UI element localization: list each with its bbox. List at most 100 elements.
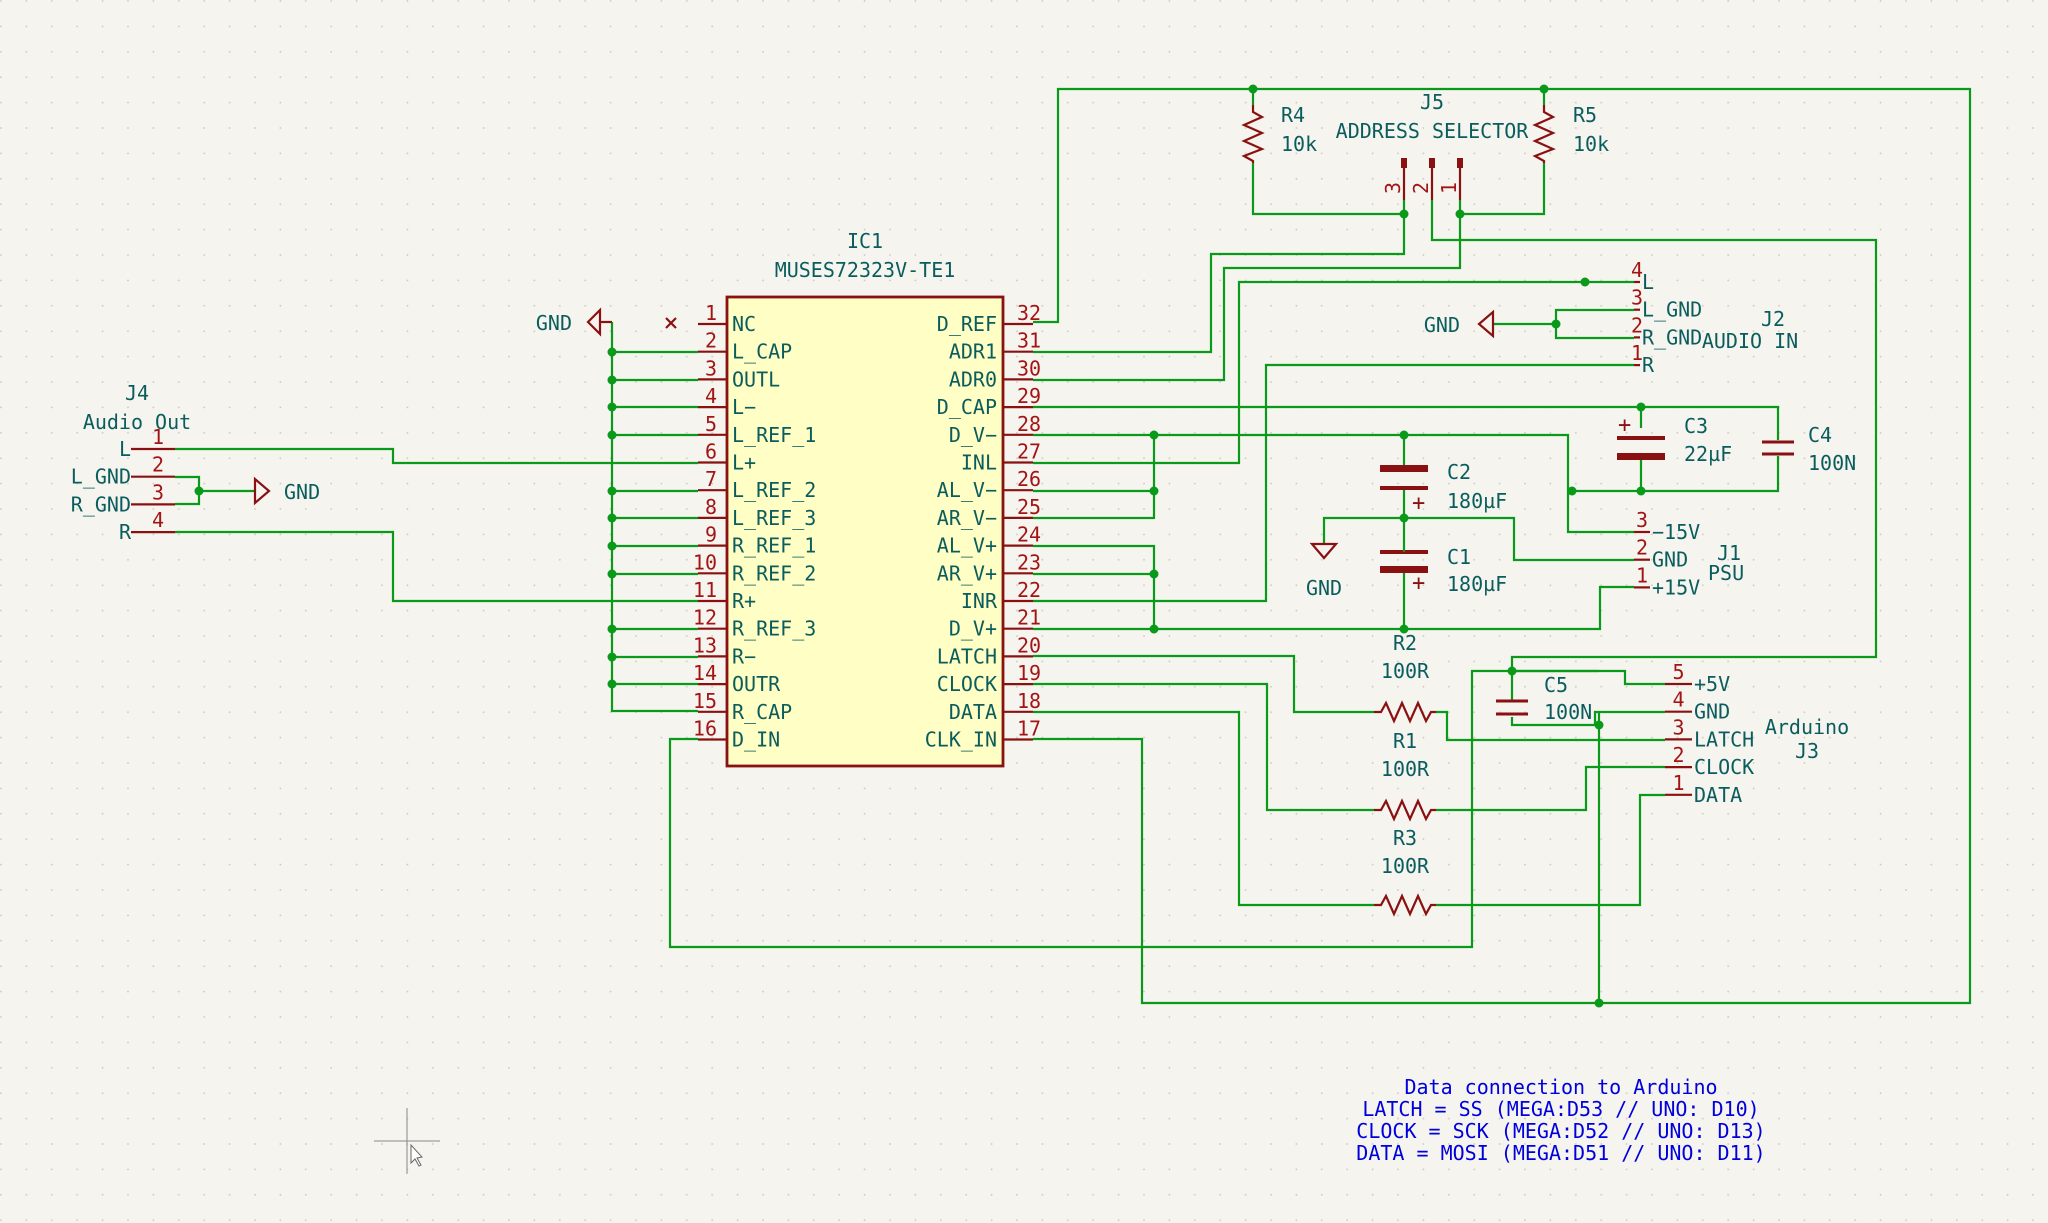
c2-capacitor[interactable]: + C2 180µF (1380, 460, 1507, 516)
j2-pin-number: 4 (1631, 258, 1643, 282)
ic1-pin-number: 5 (705, 412, 717, 436)
j5-value: ADDRESS SELECTOR (1336, 119, 1530, 143)
j4-value: Audio Out (83, 410, 191, 434)
j1-pin-number: 2 (1636, 536, 1648, 560)
ic1-pin-number: 28 (1017, 412, 1041, 436)
c5-value: 100N (1544, 700, 1592, 724)
c1-plus: + (1412, 571, 1425, 596)
ic1-pin-name: L_REF_2 (732, 478, 816, 502)
j1-value: PSU (1708, 561, 1744, 585)
ic1-pin-name: L+ (732, 451, 756, 475)
gnd-symbol-j4: GND (253, 476, 320, 506)
ic1-pin-number: 25 (1017, 495, 1041, 519)
c3-value: 22µF (1684, 442, 1732, 466)
ic1-pin-number: 13 (693, 633, 717, 657)
ic1-pin-name: ADR1 (949, 340, 997, 364)
j3-pin-number: 4 (1672, 688, 1684, 712)
note-line: LATCH = SS (MEGA:D53 // UNO: D10) (1362, 1097, 1759, 1121)
ic1-pin-name: D_V− (949, 423, 997, 447)
ic1-pin-name: AR_V+ (937, 561, 997, 585)
j5-pin-number: 2 (1409, 182, 1433, 194)
c5-capacitor[interactable]: C5 100N (1496, 673, 1592, 724)
ic1-right-pins: 32D_REF31ADR130ADR029D_CAP28D_V−27INL26A… (925, 301, 1041, 752)
gnd-symbol-ic1: GND (536, 307, 612, 337)
j1-pin-name: −15V (1652, 520, 1700, 544)
r5-resistor[interactable]: R5 10k (1532, 103, 1609, 163)
ic1-pin-number: 4 (705, 384, 717, 408)
r4-resistor[interactable]: R4 10k (1241, 103, 1317, 163)
j2-pin-number: 2 (1631, 313, 1643, 337)
ic1-pin-number: 8 (705, 495, 717, 519)
wires (175, 87, 1972, 1005)
ic1-pin-name: D_V+ (949, 617, 997, 641)
ic1-pin-number: 16 (693, 717, 717, 741)
c1-value: 180µF (1447, 572, 1507, 596)
ic1-pin-name: L_REF_3 (732, 506, 816, 530)
c1-capacitor[interactable]: + C1 180µF (1380, 545, 1507, 596)
r3-ref: R3 (1393, 826, 1417, 850)
j2-ref: J2 (1761, 307, 1785, 331)
j4-pin-name: R_GND (71, 492, 131, 516)
ic1-pin-number: 9 (705, 523, 717, 547)
c4-value: 100N (1808, 451, 1856, 475)
ic1-pin-number: 32 (1017, 301, 1041, 325)
junctions (194, 84, 1646, 1008)
r1-resistor[interactable]: R1 100R (1374, 729, 1436, 822)
j3-pin-number: 3 (1672, 715, 1684, 739)
ic1-pin-name: R_REF_2 (732, 561, 816, 585)
crosshair-cursor-icon (374, 1108, 440, 1174)
r2-value: 100R (1381, 659, 1430, 683)
ic1-pin-name: D_CAP (937, 395, 997, 419)
j5-pin-number: 1 (1437, 182, 1461, 194)
gnd-label: GND (1424, 313, 1460, 337)
ic1-pin-name: AL_V+ (937, 534, 997, 558)
ic1-pin-name: R_CAP (732, 700, 792, 724)
ic1-pin-name: OUTL (732, 367, 780, 391)
r2-resistor[interactable]: R2 100R (1374, 631, 1436, 724)
c2-ref: C2 (1447, 460, 1471, 484)
r4-ref: R4 (1281, 103, 1305, 127)
c4-capacitor[interactable]: C4 100N (1762, 423, 1856, 475)
gnd-label: GND (1306, 576, 1342, 600)
ic1-pin-number: 6 (705, 440, 717, 464)
ic1-pin-number: 22 (1017, 578, 1041, 602)
c1-ref: C1 (1447, 545, 1471, 569)
j3-pin-name: +5V (1694, 672, 1730, 696)
c4-ref: C4 (1808, 423, 1832, 447)
ic1-ref: IC1 (847, 229, 883, 253)
ic1-pin-number: 23 (1017, 550, 1041, 574)
ic1-body (725, 295, 1005, 768)
ic1-pin-name: OUTR (732, 672, 781, 696)
c3-ref: C3 (1684, 414, 1708, 438)
ic1-pin-name: INL (961, 451, 997, 475)
ic1-pin-number: 2 (705, 329, 717, 353)
j4-pin-number: 4 (152, 508, 164, 532)
ic1-pin-name: AR_V− (937, 506, 997, 530)
j3-pin-number: 5 (1672, 660, 1684, 684)
ic1-pin-number: 3 (705, 356, 717, 380)
ic1-pin-name: R_REF_3 (732, 617, 816, 641)
note-line: DATA = MOSI (MEGA:D51 // UNO: D11) (1356, 1141, 1765, 1165)
ic1-pin-name: CLOCK (937, 672, 997, 696)
r3-resistor[interactable]: R3 100R (1374, 826, 1436, 917)
ic1-pin-number: 1 (705, 301, 717, 325)
j4-pin-number: 2 (152, 453, 164, 477)
j2-pin-name: L (1642, 270, 1654, 294)
j2-value: AUDIO IN (1702, 329, 1798, 353)
ic1-pin-number: 24 (1017, 523, 1041, 547)
ic1-pin-number: 31 (1017, 329, 1041, 353)
gnd-label: GND (536, 311, 572, 335)
ic1-pin-number: 18 (1017, 689, 1041, 713)
j3-ref: J3 (1795, 739, 1819, 763)
c3-capacitor[interactable]: + C3 22µF (1617, 413, 1732, 466)
ic1-pin-number: 10 (693, 550, 717, 574)
